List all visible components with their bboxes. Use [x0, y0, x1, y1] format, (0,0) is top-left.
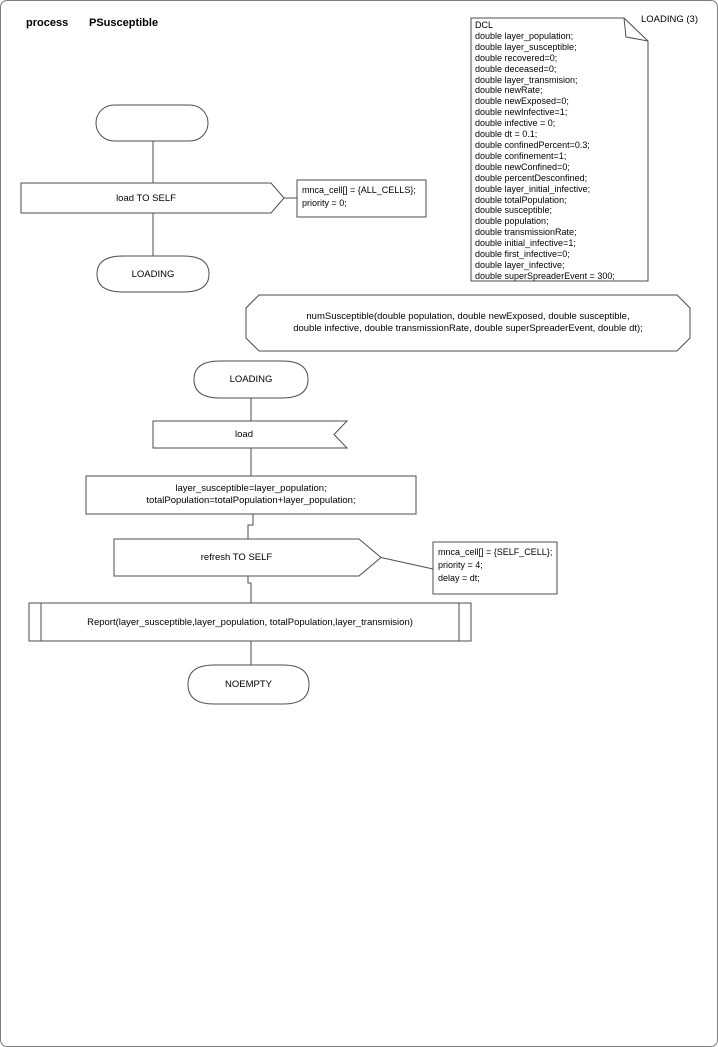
- text-line: double first_infective=0;: [475, 249, 570, 260]
- comment-connector: [380, 557, 434, 570]
- dcl-text-symbol[interactable]: [470, 17, 649, 282]
- dcl-fold-corner: [623, 17, 649, 42]
- state-symbol-loading-2[interactable]: [193, 360, 309, 399]
- comment-box-refresh[interactable]: [432, 541, 558, 595]
- state-symbol-noempty[interactable]: [187, 664, 310, 705]
- text-line: double layer_initial_infective;: [475, 183, 591, 194]
- text-line: double layer_susceptible;: [475, 41, 577, 52]
- process-name: PSusceptible: [89, 17, 159, 29]
- diagram-kind-label: process: [26, 17, 69, 29]
- text-line: double dt = 0.1;: [475, 129, 538, 140]
- flow-connector: [247, 576, 252, 603]
- text-line: delay = dt;: [438, 573, 480, 583]
- flow-connector: [247, 514, 254, 539]
- start-state-symbol[interactable]: [95, 104, 209, 142]
- output-refresh-label: refresh TO SELF: [200, 552, 273, 563]
- comment-refresh-text: mnca_cell[] = {SELF_CELL}; priority = 4; d…: [433, 542, 557, 594]
- text-line: priority = 4;: [438, 560, 483, 570]
- text-line: double initial_infective=1;: [475, 238, 576, 249]
- text-line: double recovered=0;: [475, 52, 558, 63]
- text-line: double confinedPercent=0.3;: [475, 139, 590, 150]
- procedure-declaration-symbol[interactable]: [245, 294, 691, 352]
- output-load-label: load TO SELF: [116, 192, 176, 204]
- state-loading-2-label: LOADING: [229, 374, 273, 385]
- task-symbol-assignments[interactable]: [85, 475, 417, 515]
- task-assignments-text: layer_susceptible=layer_population;total…: [86, 476, 416, 514]
- output-symbol-load[interactable]: [20, 182, 285, 214]
- text-line: double susceptible;: [475, 205, 553, 216]
- dcl-corner-label: LOADING (3): [640, 14, 698, 25]
- text-line: double population;: [475, 216, 549, 227]
- text-line: double newInfective=1;: [475, 107, 568, 118]
- procedure-declaration-text: numSusceptible(double population, double…: [246, 295, 690, 351]
- comment-load-text: mnca_cell[] = {ALL_CELLS}; priority = 0;: [297, 180, 426, 217]
- text-line: priority = 0;: [302, 198, 347, 208]
- text-line: layer_susceptible=layer_population;: [175, 483, 327, 494]
- text-line: double totalPopulation;: [475, 194, 567, 205]
- text-line: double newRate;: [475, 85, 543, 96]
- state-loading-1-label: LOADING: [131, 268, 175, 280]
- comment-box-load[interactable]: [296, 179, 427, 218]
- text-line: double layer_population;: [475, 30, 574, 41]
- text-line: double newExposed=0;: [475, 96, 569, 107]
- text-line: double infective, double transmissionRat…: [293, 323, 643, 334]
- text-line: double deceased=0;: [475, 63, 557, 74]
- procedure-call-report-label: Report(layer_susceptible,layer_populatio…: [87, 616, 413, 628]
- state-symbol-loading-1[interactable]: [96, 255, 210, 293]
- text-line: mnca_cell[] = {SELF_CELL};: [438, 547, 553, 557]
- text-line: numSusceptible(double population, double…: [306, 311, 630, 322]
- text-line: double superSpreaderEvent = 300;: [475, 270, 615, 281]
- input-load-label: load: [235, 429, 253, 440]
- text-line: double layer_infective;: [475, 259, 565, 270]
- input-symbol-load[interactable]: [152, 420, 349, 449]
- text-line: totalPopulation=totalPopulation+layer_po…: [146, 495, 356, 506]
- text-line: double infective = 0;: [475, 118, 556, 129]
- text-line: double transmissionRate;: [475, 227, 577, 238]
- text-line: double percentDesconfined;: [475, 172, 588, 183]
- text-line: double layer_transmision;: [475, 74, 578, 85]
- output-symbol-refresh[interactable]: [113, 538, 382, 577]
- text-line: double newConfined=0;: [475, 161, 570, 172]
- procedure-call-symbol-report[interactable]: [28, 602, 472, 642]
- text-line: DCL: [475, 20, 494, 30]
- state-noempty-label: NOEMPTY: [225, 679, 272, 690]
- text-line: mnca_cell[] = {ALL_CELLS};: [302, 185, 416, 195]
- text-line: double confinement=1;: [475, 150, 567, 161]
